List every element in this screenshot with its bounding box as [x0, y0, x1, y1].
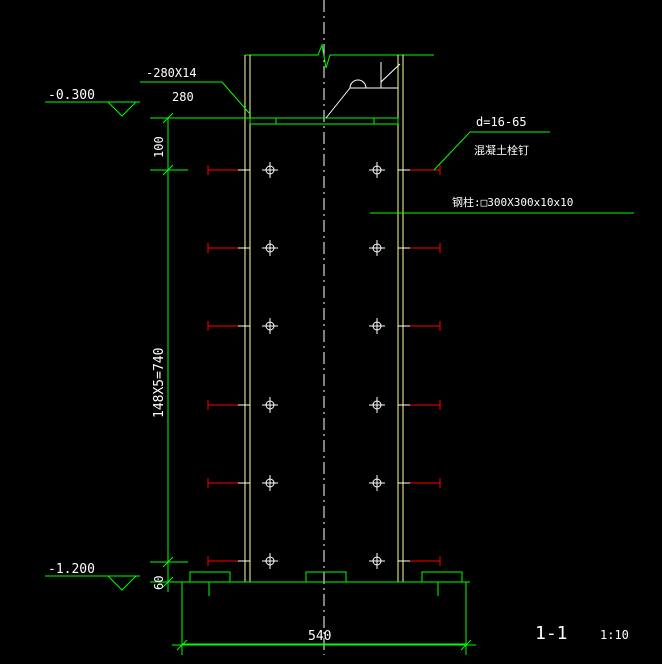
section-title: 1-1	[535, 623, 568, 644]
column-spec-label: 钢柱:□300X300x10x10	[452, 195, 573, 209]
circle-cross-icon	[369, 162, 385, 178]
circle-cross-icon	[369, 240, 385, 256]
circle-cross-icon	[369, 397, 385, 413]
stud-type-label: 混凝土栓钉	[474, 143, 529, 157]
dim-top-label: 100	[152, 136, 166, 158]
elevation-marker-bottom	[45, 575, 140, 591]
column-outline	[244, 55, 404, 582]
vertical-dimension	[150, 112, 250, 592]
shear-studs	[207, 162, 441, 569]
stud-spec-label: d=16-65	[476, 115, 527, 129]
weld-symbol	[325, 62, 401, 119]
section-scale: 1:10	[600, 628, 629, 642]
break-line	[245, 43, 434, 69]
plate-spec-label: -280X14	[146, 66, 197, 80]
circle-cross-icon	[262, 553, 278, 569]
plate-width-label: 280	[172, 90, 194, 104]
circle-cross-icon	[369, 318, 385, 334]
circle-cross-icon	[262, 397, 278, 413]
base-width-dim-label: 540	[308, 629, 331, 644]
circle-cross-icon	[369, 475, 385, 491]
circle-cross-icon	[262, 162, 278, 178]
plate-leader	[140, 81, 251, 115]
circle-cross-icon	[262, 318, 278, 334]
elevation-top-label: -0.300	[48, 88, 95, 103]
stud-leader	[433, 131, 550, 171]
circle-cross-icon	[262, 240, 278, 256]
elevation-marker-top	[45, 101, 140, 117]
top-plate	[249, 117, 399, 125]
elevation-bottom-label: -1.200	[48, 562, 95, 577]
horizontal-dimension	[172, 600, 476, 655]
dim-bottom-label: 60	[152, 576, 166, 590]
circle-cross-icon	[369, 553, 385, 569]
circle-cross-icon	[262, 475, 278, 491]
dim-middle-label: 148X5=740	[152, 348, 167, 418]
